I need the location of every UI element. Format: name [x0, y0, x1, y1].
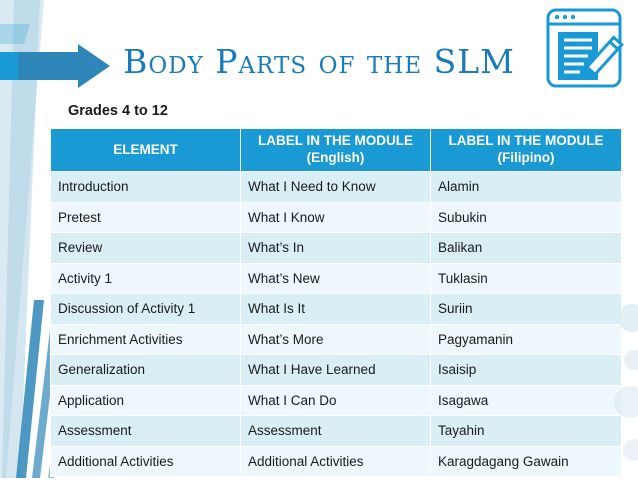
cell-english: What I Have Learned — [240, 354, 431, 386]
table-header-row: ELEMENT LABEL IN THE MODULE (English) LA… — [50, 128, 622, 172]
cell-filipino: Balikan — [430, 232, 622, 264]
table-row: Pretest What I Know Subukin — [50, 201, 622, 233]
table-header-filipino-line2: (Filipino) — [497, 150, 555, 165]
slm-table-container: ELEMENT LABEL IN THE MODULE (English) LA… — [50, 128, 622, 477]
table-row: Enrichment Activities What’s More Pagyam… — [50, 323, 622, 355]
cell-filipino: Karagdagang Gawain — [430, 445, 622, 477]
table-header-english-line2: (English) — [306, 150, 365, 165]
cell-english: What I Need to Know — [240, 171, 431, 203]
cell-english: What’s More — [240, 323, 431, 355]
cell-english: What I Can Do — [240, 384, 431, 416]
table-header-element: ELEMENT — [50, 128, 241, 172]
cell-element: Review — [50, 232, 241, 264]
cell-element: Application — [50, 384, 241, 416]
table-row: Generalization What I Have Learned Isais… — [50, 354, 622, 386]
table-header-english-line1: LABEL IN THE MODULE — [258, 133, 413, 149]
table-body: Introduction What I Need to Know Alamin … — [50, 171, 622, 477]
cell-filipino: Suriin — [430, 293, 622, 325]
cell-element: Enrichment Activities — [50, 323, 241, 355]
table-row: Discussion of Activity 1 What Is It Suri… — [50, 293, 622, 325]
cell-english: What’s In — [240, 232, 431, 264]
title-arrow-banner — [0, 44, 120, 88]
table-row: Assessment Assessment Tayahin — [50, 415, 622, 447]
cell-element: Pretest — [50, 201, 241, 233]
table-row: Additional Activities Additional Activit… — [50, 445, 622, 477]
cell-english: What I Know — [240, 201, 431, 233]
cell-english: What Is It — [240, 293, 431, 325]
page-title: Body Parts of the SLM — [123, 42, 515, 81]
cell-element: Assessment — [50, 415, 241, 447]
cell-element: Activity 1 — [50, 262, 241, 294]
cell-english: Additional Activities — [240, 445, 431, 477]
cell-filipino: Isagawa — [430, 384, 622, 416]
cell-filipino: Tuklasin — [430, 262, 622, 294]
cell-filipino: Alamin — [430, 171, 622, 203]
table-row: Review What’s In Balikan — [50, 232, 622, 264]
table-header: ELEMENT LABEL IN THE MODULE (English) LA… — [50, 128, 622, 172]
table-row: Activity 1 What’s New Tuklasin — [50, 262, 622, 294]
table-header-element-line1: ELEMENT — [113, 141, 178, 157]
cell-filipino: Isaisip — [430, 354, 622, 386]
slm-table: ELEMENT LABEL IN THE MODULE (English) LA… — [50, 128, 622, 477]
subtitle-grades: Grades 4 to 12 — [68, 103, 168, 119]
table-row: Application What I Can Do Isagawa — [50, 384, 622, 416]
cell-english: Assessment — [240, 415, 431, 447]
table-header-english: LABEL IN THE MODULE (English) — [240, 128, 431, 172]
cell-english: What’s New — [240, 262, 431, 294]
table-header-filipino-line1: LABEL IN THE MODULE — [448, 133, 604, 149]
cell-element: Introduction — [50, 171, 241, 203]
document-pencil-icon — [544, 6, 624, 90]
table-row: Introduction What I Need to Know Alamin — [50, 171, 622, 203]
table-header-filipino: LABEL IN THE MODULE (Filipino) — [430, 128, 622, 172]
cell-element: Additional Activities — [50, 445, 241, 477]
cell-filipino: Pagyamanin — [430, 323, 622, 355]
cell-filipino: Tayahin — [430, 415, 622, 447]
cell-element: Generalization — [50, 354, 241, 386]
cell-element: Discussion of Activity 1 — [50, 293, 241, 325]
cell-filipino: Subukin — [430, 201, 622, 233]
